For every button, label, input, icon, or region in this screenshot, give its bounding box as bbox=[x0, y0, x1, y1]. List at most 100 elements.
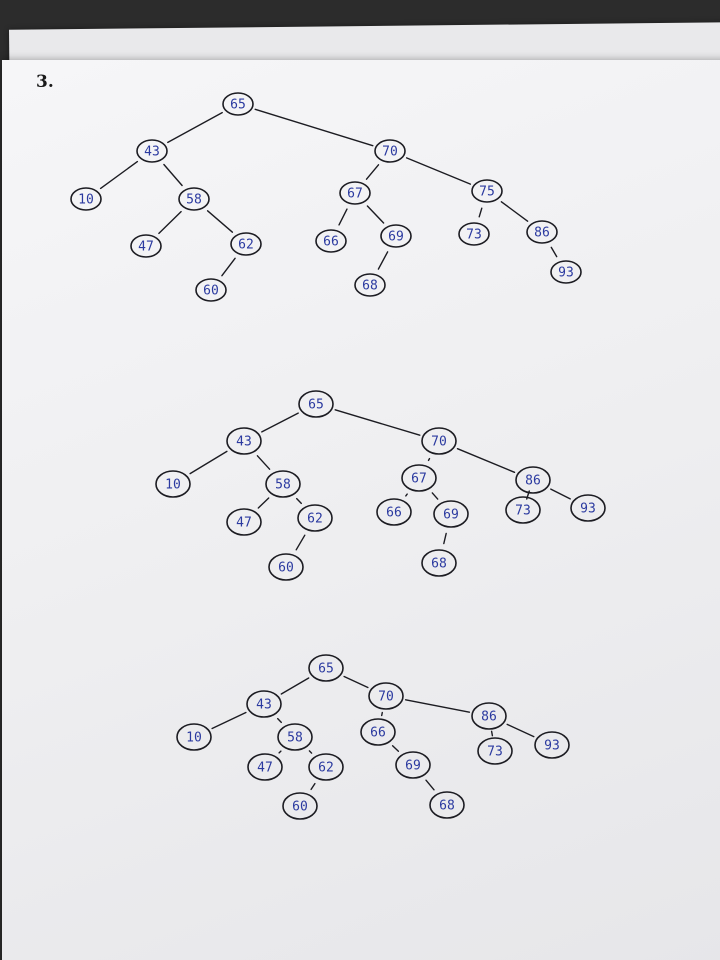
node-label: 58 bbox=[275, 478, 291, 493]
edge-86-93 bbox=[550, 246, 558, 258]
edge-58-62 bbox=[206, 210, 234, 233]
node-circle bbox=[429, 791, 465, 819]
node-label: 86 bbox=[481, 710, 497, 725]
node-label: 69 bbox=[405, 759, 421, 774]
node-label: 93 bbox=[558, 266, 574, 281]
node-label: 62 bbox=[307, 512, 323, 527]
node-68: 68 bbox=[354, 273, 386, 297]
node-60: 60 bbox=[282, 792, 318, 820]
node-label: 70 bbox=[378, 690, 394, 705]
node-circle bbox=[354, 273, 386, 297]
node-label: 66 bbox=[323, 235, 339, 250]
edge-86-93 bbox=[506, 723, 535, 738]
node-circle bbox=[526, 220, 558, 244]
node-label: 70 bbox=[382, 145, 398, 160]
node-label: 65 bbox=[230, 98, 246, 113]
edge-67-66 bbox=[338, 208, 348, 226]
edge-43-58 bbox=[277, 717, 282, 724]
node-label: 66 bbox=[370, 726, 386, 741]
node-circle bbox=[339, 181, 371, 205]
node-label: 62 bbox=[318, 761, 334, 776]
edge-67-69 bbox=[431, 492, 439, 500]
node-43: 43 bbox=[136, 139, 168, 163]
node-circle bbox=[230, 232, 262, 256]
node-circle bbox=[298, 390, 334, 418]
node-label: 10 bbox=[186, 731, 202, 746]
node-circle bbox=[195, 278, 227, 302]
node-10: 10 bbox=[155, 470, 191, 498]
edge-69-68 bbox=[425, 779, 435, 791]
edge-70-66 bbox=[381, 711, 383, 717]
node-73: 73 bbox=[505, 496, 541, 524]
edge-62-60 bbox=[295, 534, 306, 551]
node-circle bbox=[550, 260, 582, 284]
node-label: 65 bbox=[308, 398, 324, 413]
node-label: 73 bbox=[515, 504, 531, 519]
node-60: 60 bbox=[268, 553, 304, 581]
node-circle bbox=[368, 682, 404, 710]
node-66: 66 bbox=[376, 498, 412, 526]
node-circle bbox=[155, 470, 191, 498]
node-circle bbox=[505, 496, 541, 524]
node-circle bbox=[315, 229, 347, 253]
node-58: 58 bbox=[178, 187, 210, 211]
node-circle bbox=[222, 92, 254, 116]
node-label: 73 bbox=[466, 228, 482, 243]
node-label: 58 bbox=[287, 731, 303, 746]
edge-86-73 bbox=[490, 730, 494, 737]
node-label: 68 bbox=[439, 799, 455, 814]
node-label: 93 bbox=[544, 739, 560, 754]
problem-number: 3. bbox=[36, 72, 54, 92]
node-47: 47 bbox=[247, 753, 283, 781]
node-65: 65 bbox=[222, 92, 254, 116]
node-43: 43 bbox=[226, 427, 262, 455]
node-circle bbox=[265, 470, 301, 498]
node-93: 93 bbox=[550, 260, 582, 284]
edge-70-67 bbox=[427, 457, 431, 462]
node-93: 93 bbox=[534, 731, 570, 759]
edge-86-93 bbox=[550, 488, 571, 500]
node-label: 70 bbox=[431, 435, 447, 450]
node-circle bbox=[136, 139, 168, 163]
node-circle bbox=[477, 737, 513, 765]
node-73: 73 bbox=[477, 737, 513, 765]
node-70: 70 bbox=[421, 427, 457, 455]
edge-58-47 bbox=[278, 750, 282, 754]
node-62: 62 bbox=[297, 504, 333, 532]
edge-69-68 bbox=[377, 251, 389, 270]
node-label: 66 bbox=[386, 506, 402, 521]
node-label: 73 bbox=[487, 745, 503, 760]
node-circle bbox=[130, 234, 162, 258]
node-67: 67 bbox=[339, 181, 371, 205]
node-43: 43 bbox=[246, 690, 282, 718]
edge-70-67 bbox=[365, 164, 380, 180]
node-label: 60 bbox=[278, 561, 294, 576]
node-label: 68 bbox=[431, 557, 447, 572]
edge-58-62 bbox=[296, 497, 302, 505]
node-label: 93 bbox=[580, 502, 596, 517]
node-93: 93 bbox=[570, 494, 606, 522]
edge-65-43 bbox=[280, 677, 310, 695]
edge-58-62 bbox=[308, 750, 313, 754]
edge-43-10 bbox=[211, 711, 247, 730]
node-69: 69 bbox=[380, 224, 412, 248]
edge-58-47 bbox=[158, 210, 182, 235]
node-label: 65 bbox=[318, 662, 334, 677]
node-circle bbox=[421, 427, 457, 455]
node-circle bbox=[570, 494, 606, 522]
node-label: 10 bbox=[165, 478, 181, 493]
node-circle bbox=[226, 508, 262, 536]
node-65: 65 bbox=[298, 390, 334, 418]
node-circle bbox=[297, 504, 333, 532]
node-circle bbox=[421, 549, 457, 577]
edge-67-66 bbox=[405, 493, 408, 497]
edge-43-58 bbox=[256, 455, 271, 470]
edge-65-43 bbox=[261, 412, 299, 433]
node-circle bbox=[515, 466, 551, 494]
edge-70-86 bbox=[404, 699, 471, 713]
node-75: 75 bbox=[471, 179, 503, 203]
node-60: 60 bbox=[195, 278, 227, 302]
node-circle bbox=[226, 427, 262, 455]
node-label: 86 bbox=[534, 226, 550, 241]
